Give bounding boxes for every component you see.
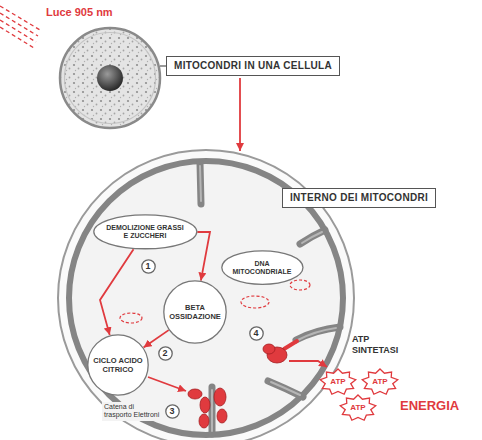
text-holder: DNA MITOCONDRIALE (221, 250, 304, 285)
light-rays (0, 6, 40, 48)
node-text: ATP (372, 377, 387, 387)
text-holder: BETA OSSIDAZIONE (163, 280, 227, 344)
box-title: INTERNO DEI MITOCONDRI (290, 192, 428, 204)
part-label: ATP SINTETASI (352, 334, 410, 356)
node-text: ATP (350, 403, 365, 413)
callout-number: 4 (249, 326, 264, 341)
text-block: DNA MITOCONDRIALE (232, 260, 292, 277)
callout-number: 2 (158, 346, 173, 361)
callout-number-text: 2 (162, 348, 167, 359)
circle-outline (165, 404, 178, 417)
part-label: Catena di trasporto Elettroni (102, 402, 164, 421)
text-holder: ATP (319, 368, 357, 396)
text-block: ATP (372, 377, 387, 387)
text-block: 1 (145, 261, 150, 272)
text-block: 4 (253, 328, 258, 339)
callout-number-text: 1 (145, 261, 150, 272)
flow-arrow (148, 377, 186, 391)
process-oval: DEMOLIZIONE GRASSI E ZUCCHERI (93, 214, 198, 250)
atp-burst: ATP (319, 368, 357, 396)
text-holder: DEMOLIZIONE GRASSI E ZUCCHERI (93, 214, 198, 250)
atp-burst: ATP (339, 394, 377, 422)
callout-number: 3 (165, 404, 180, 419)
node-text: DNA MITOCONDRIALE (232, 260, 292, 277)
callout-number: 1 (141, 259, 156, 274)
light-label: Luce 905 nm (46, 6, 113, 19)
node-text: CICLO ACIDO CITRICO (93, 356, 143, 374)
caption-box: INTERNO DEI MITOCONDRI (282, 188, 436, 208)
text-holder: 4 (249, 326, 264, 341)
text-block: CICLO ACIDO CITRICO (93, 356, 143, 374)
text-block: ATP (350, 403, 365, 413)
circle-outline (88, 335, 148, 395)
cell-drawing (60, 28, 160, 128)
text-holder: 3 (165, 404, 180, 419)
text-block: ATP (330, 377, 345, 387)
text-holder: CICLO ACIDO CITRICO (87, 334, 149, 396)
text-holder: ATP (361, 368, 399, 396)
text-block: DEMOLIZIONE GRASSI E ZUCCHERI (106, 224, 184, 241)
node-text: ATP (330, 377, 345, 387)
node-text: DEMOLIZIONE GRASSI E ZUCCHERI (106, 224, 184, 241)
burst-outline (320, 369, 355, 394)
process-circle: CICLO ACIDO CITRICO (87, 334, 149, 396)
flow-arrow (100, 249, 134, 335)
callout-number-text: 4 (253, 328, 258, 339)
flow-arrow (289, 361, 327, 367)
circle-outline (158, 346, 171, 359)
electron-transport-chain (188, 388, 227, 428)
flow-arrow (144, 330, 169, 347)
process-circle: BETA OSSIDAZIONE (163, 280, 227, 344)
energy-label: ENERGIA (400, 398, 459, 414)
caption-box: MITOCONDRI IN UNA CELLULA (166, 56, 340, 76)
box-title: MITOCONDRI IN UNA CELLULA (174, 60, 332, 72)
burst-outline (362, 369, 397, 394)
atp-synthase-symbol (263, 341, 297, 363)
text-block: 3 (169, 406, 174, 417)
circle-outline (249, 326, 262, 339)
text-holder: 1 (141, 259, 156, 274)
callout-number-text: 3 (169, 406, 174, 417)
text-block: BETA OSSIDAZIONE (168, 303, 222, 321)
ellipse-outline (221, 251, 302, 285)
atp-burst: ATP (361, 368, 399, 396)
process-oval: DNA MITOCONDRIALE (221, 250, 304, 285)
node-text: BETA OSSIDAZIONE (168, 303, 222, 321)
text-holder: ATP (339, 394, 377, 422)
ellipse-outline (93, 215, 196, 249)
circle-outline (141, 259, 154, 272)
text-holder: 2 (158, 346, 173, 361)
burst-outline (340, 395, 375, 420)
circle-outline (164, 281, 226, 343)
text-block: 2 (162, 348, 167, 359)
flow-arrow (197, 232, 210, 281)
zoom-arrow (239, 78, 241, 151)
